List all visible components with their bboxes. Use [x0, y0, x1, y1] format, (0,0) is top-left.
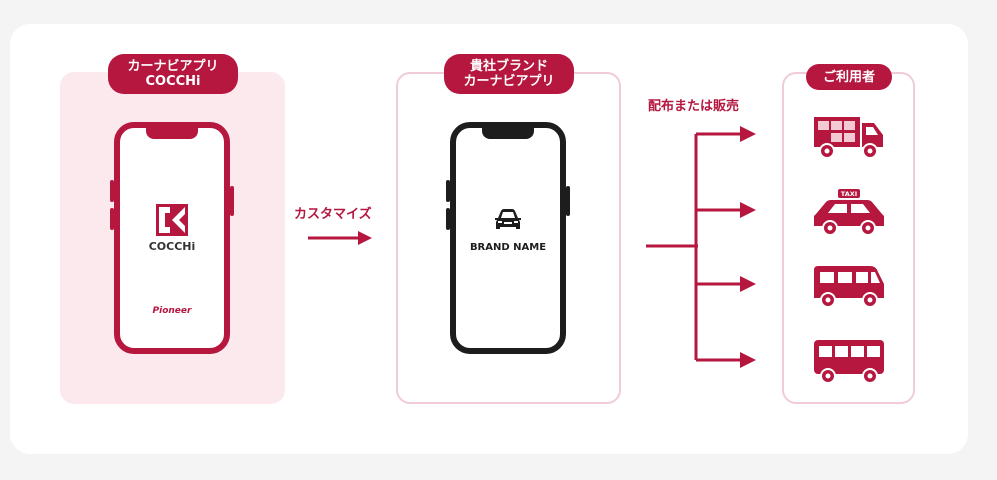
brand-label-line2: カーナビアプリ — [463, 74, 555, 89]
pioneer-brand: Pioneer — [152, 306, 192, 316]
brand-phone-title: BRAND NAME — [469, 242, 547, 253]
van-icon — [814, 266, 884, 308]
customize-label: カスタマイズ — [294, 207, 372, 222]
distribution-label: 配布または販売 — [648, 99, 740, 114]
cocchi-phone-title: COCCHi — [148, 240, 196, 253]
users-label: ご利用者 — [822, 69, 875, 85]
cocchi-label-pill: カーナビアプリ COCCHi — [108, 54, 238, 94]
cocchi-label-line1: カーナビアプリ — [127, 59, 219, 74]
brand-phone: BRAND NAME — [446, 122, 570, 354]
taxi-sign-text: TAXI — [841, 190, 857, 198]
car-front-icon — [495, 209, 521, 229]
delivery-truck-icon — [814, 117, 883, 159]
cocchi-label-line2: COCCHi — [145, 74, 201, 89]
bus-icon — [814, 340, 884, 384]
phone-side-button — [230, 186, 234, 216]
cocchi-logo-icon — [156, 204, 188, 236]
phone-notch — [482, 126, 534, 139]
users-label-pill: ご利用者 — [806, 64, 892, 90]
brand-label-line1: 貴社ブランド — [469, 59, 548, 74]
phone-side-button — [566, 186, 570, 216]
arrow-right-icon — [308, 231, 372, 245]
distribution-arrows — [646, 126, 756, 368]
taxi-icon: TAXI — [814, 189, 884, 236]
phone-side-button — [110, 180, 114, 202]
phone-side-button — [446, 180, 450, 202]
phone-side-button — [446, 208, 450, 230]
brand-label-pill: 貴社ブランド カーナビアプリ — [444, 54, 574, 94]
phone-notch — [146, 126, 198, 139]
phone-side-button — [110, 208, 114, 230]
cocchi-phone: COCCHi Pioneer — [110, 122, 234, 354]
